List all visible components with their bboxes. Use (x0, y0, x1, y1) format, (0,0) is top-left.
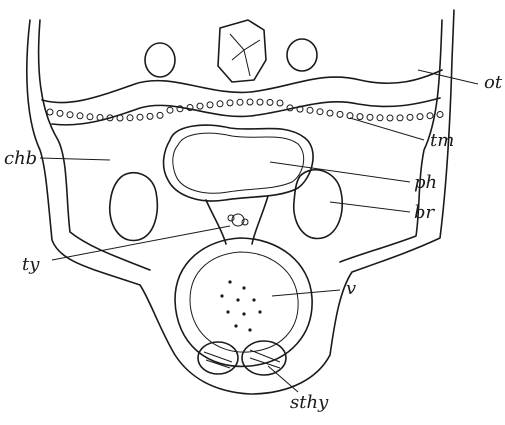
epithelial-cell (327, 110, 333, 116)
epithelium-cells (47, 99, 443, 121)
epithelial-cell (257, 99, 263, 105)
epithelium-upper (42, 70, 442, 103)
leader-tm (350, 118, 424, 140)
label-v: v (346, 280, 356, 298)
epithelial-cell (217, 101, 223, 107)
ventricle-dot (248, 328, 251, 331)
leader-chb (40, 158, 110, 160)
epithelial-cell (47, 109, 53, 115)
epithelial-cell (267, 99, 273, 105)
ventricle-dot (236, 298, 239, 301)
label-chb: chb (4, 150, 37, 168)
inner-contour-right (340, 20, 442, 262)
label-sthy: sthy (290, 394, 328, 412)
epithelial-cell (357, 114, 363, 120)
epithelial-cell (277, 100, 283, 106)
epithelial-cell (337, 111, 343, 117)
epithelial-cell (207, 102, 213, 108)
outer-contour (27, 10, 454, 394)
epithelial-cell (417, 114, 423, 120)
label-ph: ph (414, 174, 437, 192)
branchial-body-right (294, 170, 343, 239)
ventricle-dots (220, 280, 261, 331)
dorsal-vessel-left (145, 43, 175, 77)
epithelial-cell (147, 113, 153, 119)
epithelial-cell (197, 103, 203, 109)
leader-sthy (268, 366, 298, 392)
label-ot: ot (484, 74, 502, 92)
epithelial-cell (427, 113, 433, 119)
ventricle-dot (220, 294, 223, 297)
epithelial-cell (437, 112, 443, 118)
inner-contour (39, 20, 150, 270)
epithelial-cell (407, 114, 413, 120)
leader-ph (270, 162, 410, 182)
epithelial-cell (227, 100, 233, 106)
ventricle-dot (252, 298, 255, 301)
ventricle-dot (242, 286, 245, 289)
epithelial-cell (77, 113, 83, 119)
dorsal-vessel-right (287, 39, 317, 71)
label-br: br (414, 204, 434, 222)
epithelial-cell (247, 99, 253, 105)
ventricle-dot (234, 324, 237, 327)
epithelial-cell (57, 110, 63, 116)
epithelial-cell (167, 107, 173, 113)
epithelial-cell (347, 113, 353, 119)
ventricle-dot (226, 310, 229, 313)
ventricle-dot (228, 280, 231, 283)
branchial-body-left (110, 173, 158, 241)
leader-ot (418, 70, 478, 84)
leader-ty (52, 226, 230, 260)
epithelial-cell (387, 115, 393, 121)
epithelial-cell (397, 115, 403, 121)
ventricle-inner (190, 252, 298, 352)
epithelial-cell (237, 99, 243, 105)
epithelial-cell (137, 114, 143, 120)
epithelial-cell (87, 114, 93, 120)
ventricle-dot (242, 312, 245, 315)
epithelial-cell (67, 112, 73, 118)
label-ty: ty (22, 256, 39, 274)
epithelial-cell (377, 115, 383, 121)
epithelial-cell (307, 107, 313, 113)
notochord (218, 20, 266, 82)
epithelial-cell (117, 115, 123, 121)
ventricle-outer (175, 238, 312, 366)
epithelial-cell (157, 112, 163, 118)
epithelial-cell (127, 115, 133, 121)
epithelial-cell (97, 115, 103, 121)
leader-v (272, 290, 340, 296)
epithelial-cell (317, 109, 323, 115)
ventricle-dot (258, 310, 261, 313)
label-tm: tm (430, 132, 454, 150)
epithelial-cell (367, 114, 373, 120)
pharynx-lining (173, 133, 304, 193)
